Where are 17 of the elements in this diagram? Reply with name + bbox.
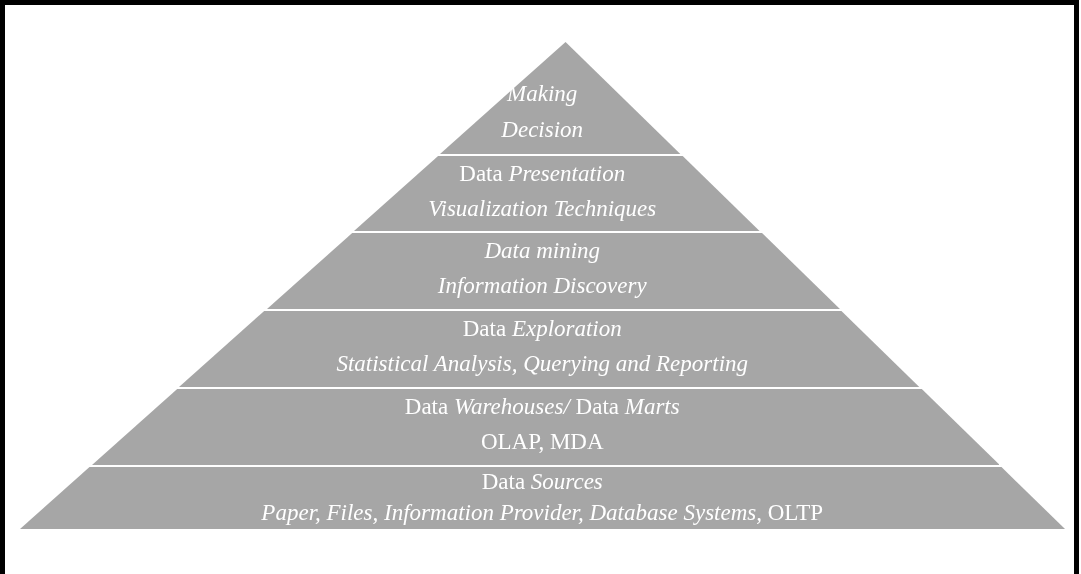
layer-text: OLAP, MDA	[480, 428, 604, 456]
layer-heading: Data Presentation	[459, 160, 626, 188]
layer-heading: Data Sources	[481, 468, 603, 496]
pyramid-layer	[440, 42, 681, 154]
layer-heading: Data mining	[484, 237, 601, 265]
pyramid-layer	[20, 467, 1065, 529]
pyramid-layer	[179, 311, 920, 387]
pyramid-layer	[354, 156, 760, 231]
layer-heading: Making Decision	[500, 80, 585, 144]
layer-heading: Data Warehouses/ Data Marts	[404, 393, 680, 421]
layer-heading: Data Exploration	[462, 315, 622, 343]
layer-text: Paper, Files, Information Provider, Database Systems, OLTP	[261, 499, 824, 527]
pyramid-layer	[91, 389, 1000, 465]
pyramid-layer	[266, 233, 840, 309]
layer-text: Information Discovery	[437, 272, 647, 300]
layer-text: Statistical Analysis, Querying and Reporting	[336, 350, 749, 378]
layer-text: Visualization Techniques	[428, 195, 657, 223]
